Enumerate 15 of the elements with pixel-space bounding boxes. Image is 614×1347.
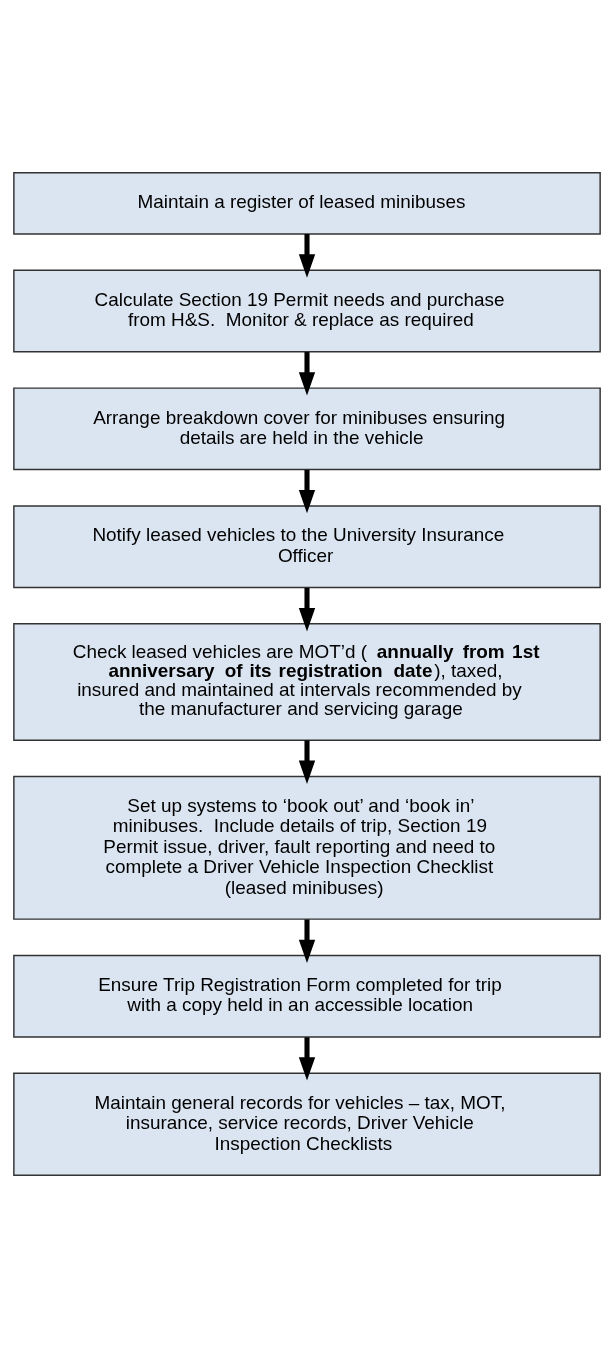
arrow [298,739,316,784]
arrow [298,919,316,963]
node-box: Ensure Trip Registration Form completed for trip with a copy held in an accessible location [13,954,601,1038]
node-box: Maintain a register of leased minibuses [13,171,601,235]
node-box: Arrange breakdown cover for minibuses ensuring details are held in the vehicle [13,386,601,470]
node-box: Check leased vehicles are MOT’d (annually from 1st anniversary of its registration date), taxed, insured and maintained at intervals recommended by the manufacturer and servicing garage [13,622,601,741]
node-box: Notify leased vehicles to the University Insurance Officer [13,504,601,588]
arrow [298,233,316,278]
arrow [298,587,316,631]
arrow [298,469,316,513]
node-box: Calculate Section 19 Permit needs and purchase from H&S. Monitor & replace as required [13,269,601,352]
node-box: Set up systems to ‘book out’ and ‘book in’ minibuses. Include details of trip, Section 19 Permit issue, driver, fault reporting and need to complete a Driver Vehicle Inspection Checklist (leased minibuses) [13,775,601,920]
arrow [298,1036,316,1081]
arrow [298,351,316,395]
node-box: Maintain general records for vehicles – tax, MOT, insurance, service records, Driver Vehicle Inspection Checklists [13,1072,601,1176]
